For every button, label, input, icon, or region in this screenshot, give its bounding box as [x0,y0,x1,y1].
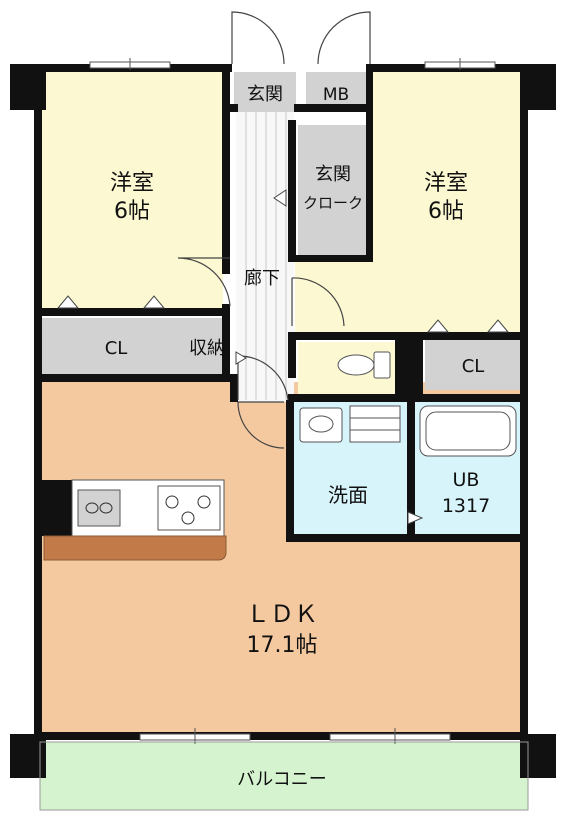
storage-label: 収納 [189,338,225,359]
toilet-fixture [337,351,391,379]
entrance-cloak-box [298,125,368,255]
hallway-label: 廊下 [244,268,280,289]
washroom-label: 洗面 [328,483,368,507]
closet-marks [56,189,510,525]
unit-bath-label-1: UB [453,469,480,491]
balcony-label: バルコニー [237,769,327,790]
kitchen-counter [43,479,227,561]
closet-right-label: CL [462,356,485,377]
wash-basin [299,405,401,443]
balcony-floor [40,742,528,810]
western-room-left-size: 6帖 [114,199,150,224]
closet-right-box [425,340,521,390]
balcony-outline [39,741,529,811]
closet-left-box [42,318,192,374]
hallway-flooring-lines [245,112,287,400]
door-swings [177,11,371,449]
closet-left-label: CL [105,338,128,359]
entrance-label: 玄関 [247,84,283,105]
entrance-cloak-label-2: クローク [303,194,363,212]
storage-box [192,318,226,374]
ldk-size: 17.1帖 [247,633,318,658]
western-room-left-floor [40,70,223,310]
western-room-right-size: 6帖 [428,199,464,224]
western-room-left-name: 洋室 [110,171,154,196]
entrance-cloak-label-1: 玄関 [315,164,351,185]
unit-bath-label-2: 1317 [442,495,490,517]
bathtub [419,405,517,457]
western-room-right-name: 洋室 [424,171,468,196]
western-room-right-floor [370,70,525,332]
windows [89,58,496,744]
entrance-box [234,72,296,112]
ldk-name: ＬＤＫ [246,600,318,628]
meter-box-label: MB [323,85,349,105]
